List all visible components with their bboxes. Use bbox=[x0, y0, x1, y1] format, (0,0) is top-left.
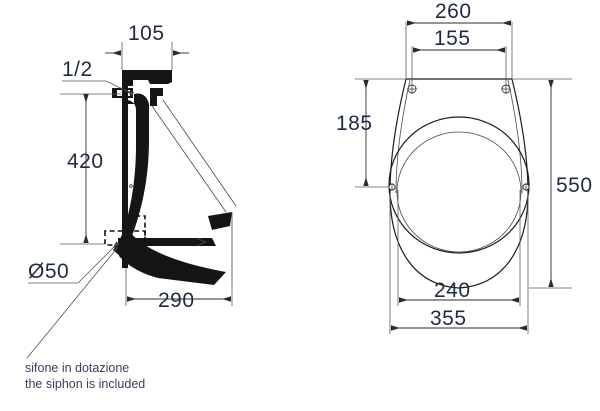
dimension-355: 355 bbox=[389, 193, 529, 334]
siphon-highlight-box bbox=[104, 215, 146, 246]
dimension-185: 185 bbox=[336, 78, 405, 188]
dimension-260: 260 bbox=[405, 0, 513, 79]
dimension-290: 290 bbox=[125, 268, 233, 312]
callout-inlet-thread: 1/2 bbox=[62, 58, 134, 97]
dimension-240: 240 bbox=[397, 190, 521, 306]
dimension-355-label: 355 bbox=[430, 307, 467, 330]
dimension-105-label: 105 bbox=[128, 22, 165, 45]
dimension-105: 105 bbox=[105, 22, 189, 70]
dimension-420: 420 bbox=[60, 93, 121, 245]
urinal-side-profile bbox=[112, 70, 237, 286]
dimension-290-label: 290 bbox=[158, 289, 195, 312]
dimension-155: 155 bbox=[411, 27, 507, 86]
dimension-185-label: 185 bbox=[336, 112, 373, 135]
callout-outlet-diameter: Ø50 bbox=[28, 241, 120, 284]
callout-inlet-thread-label: 1/2 bbox=[62, 58, 93, 81]
siphon-note-group: sifone in dotazione the siphon is includ… bbox=[25, 246, 145, 391]
urinal-front-outline bbox=[388, 78, 530, 289]
siphon-note-line-italian: sifone in dotazione bbox=[25, 361, 129, 375]
front-view-group: 260 155 185 550 240 bbox=[336, 0, 593, 334]
dimension-240-label: 240 bbox=[434, 279, 471, 302]
mounting-hole-lower-right bbox=[522, 183, 530, 191]
dimension-155-label: 155 bbox=[434, 27, 471, 50]
siphon-note-line-english: the siphon is included bbox=[25, 377, 145, 391]
dimension-420-label: 420 bbox=[67, 150, 104, 173]
callout-outlet-diameter-label: Ø50 bbox=[28, 260, 69, 283]
dimension-550: 550 bbox=[513, 78, 593, 289]
dimension-550-label: 550 bbox=[556, 174, 593, 197]
mounting-hole-right bbox=[501, 84, 511, 94]
dimension-260-label: 260 bbox=[435, 0, 472, 23]
side-view-group: 105 420 290 1/2 Ø50 bbox=[28, 22, 237, 312]
